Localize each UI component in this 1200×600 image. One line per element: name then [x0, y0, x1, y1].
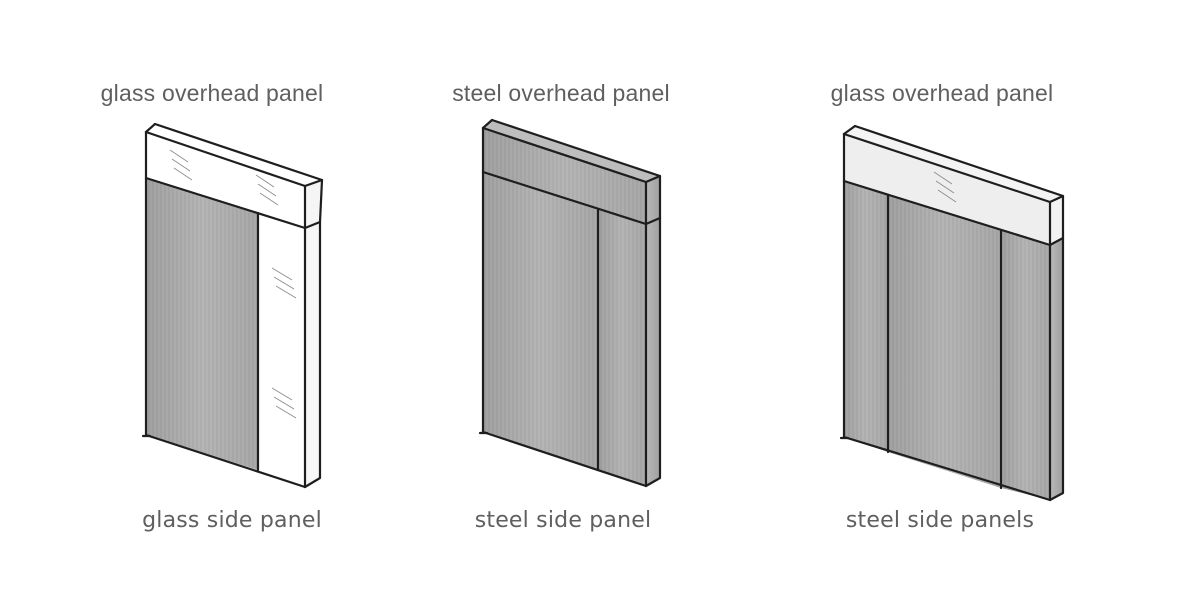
config-1-top-label: glass overhead panel [100, 80, 324, 106]
config-2-bottom-label: steel side panel [474, 508, 652, 533]
glass-reflection-icon [169, 149, 279, 206]
glass-overhead-panel [146, 124, 322, 228]
config-3-top-label: glass overhead panel [830, 80, 1054, 106]
steel-side-panel-right [1001, 230, 1063, 500]
config-2-drawing [478, 118, 662, 488]
steel-door-panel [483, 172, 598, 470]
steel-door-panel [888, 195, 1001, 488]
config-3-drawing [839, 124, 1065, 502]
steel-side-panel-left [844, 181, 888, 452]
config-3-bottom-label: steel side panels [845, 508, 1035, 533]
steel-side-panel [598, 210, 660, 486]
config-1-bottom-label: glass side panel [142, 508, 322, 533]
glass-overhead-panel [844, 126, 1063, 245]
steel-door-panel [146, 178, 258, 470]
config-1-drawing [141, 122, 324, 489]
steel-overhead-panel [483, 120, 660, 224]
glass-side-panel [258, 213, 320, 487]
config-2-top-label: steel overhead panel [452, 80, 670, 106]
glass-reflection-icon [933, 171, 957, 203]
glass-reflection-icon [271, 267, 297, 419]
